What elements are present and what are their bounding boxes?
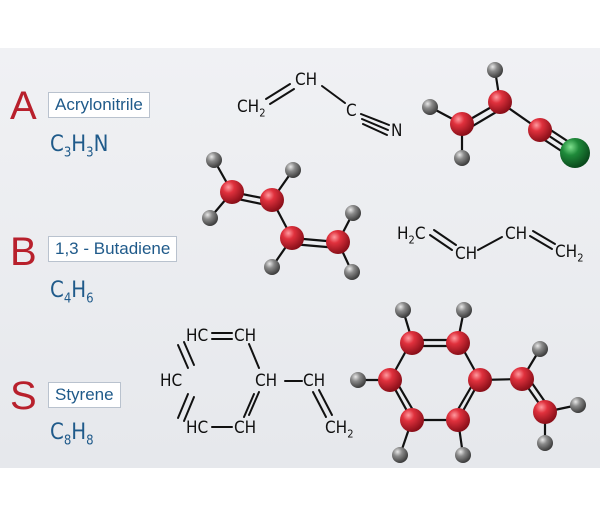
butadiene-ch2-label: CH2: [555, 242, 584, 265]
styrene-hc-bl-label: HC: [186, 418, 209, 438]
formula-butadiene: C4H6: [50, 278, 94, 307]
styrene-ch-vinyl-label: CH: [303, 371, 326, 391]
name-acrylonitrile: Acrylonitrile: [48, 92, 150, 118]
styrene-ch-center-label: CH: [255, 371, 278, 391]
formula-acrylonitrile: C3H3N: [50, 132, 109, 161]
acrylo-ch-label: CH: [295, 70, 318, 90]
styrene-atoms: [350, 302, 586, 463]
letter-s: S: [10, 374, 37, 418]
butadiene-atoms: [202, 152, 361, 280]
styrene-ch2-vinyl-label: CH2: [325, 418, 354, 441]
acrylo-n-label: N: [391, 121, 403, 141]
name-butadiene: 1,3 - Butadiene: [48, 236, 178, 262]
letter-a: A: [10, 84, 37, 128]
acrylo-ch2-label: CH2: [237, 97, 266, 120]
butadiene-ch-right-label: CH: [505, 224, 528, 244]
formula-styrene: C8H8: [50, 420, 94, 449]
styrene-hc-tl-label: HC: [186, 326, 209, 346]
acrylonitrile-atoms: [422, 62, 590, 168]
styrene-hc-l-label: HC: [160, 371, 183, 391]
styrene-ch-bm-label: CH: [234, 418, 257, 438]
butadiene-ch-left-label: CH: [455, 244, 478, 264]
butadiene-model: [209, 159, 354, 273]
acrylonitrile-model: [429, 69, 579, 159]
letter-b: B: [10, 230, 37, 274]
butadiene-h2c-label: H2C: [397, 224, 426, 247]
acrylo-c-label: C: [346, 101, 357, 121]
styrene-ch-tr-label: CH: [234, 326, 257, 346]
name-styrene: Styrene: [48, 382, 121, 408]
